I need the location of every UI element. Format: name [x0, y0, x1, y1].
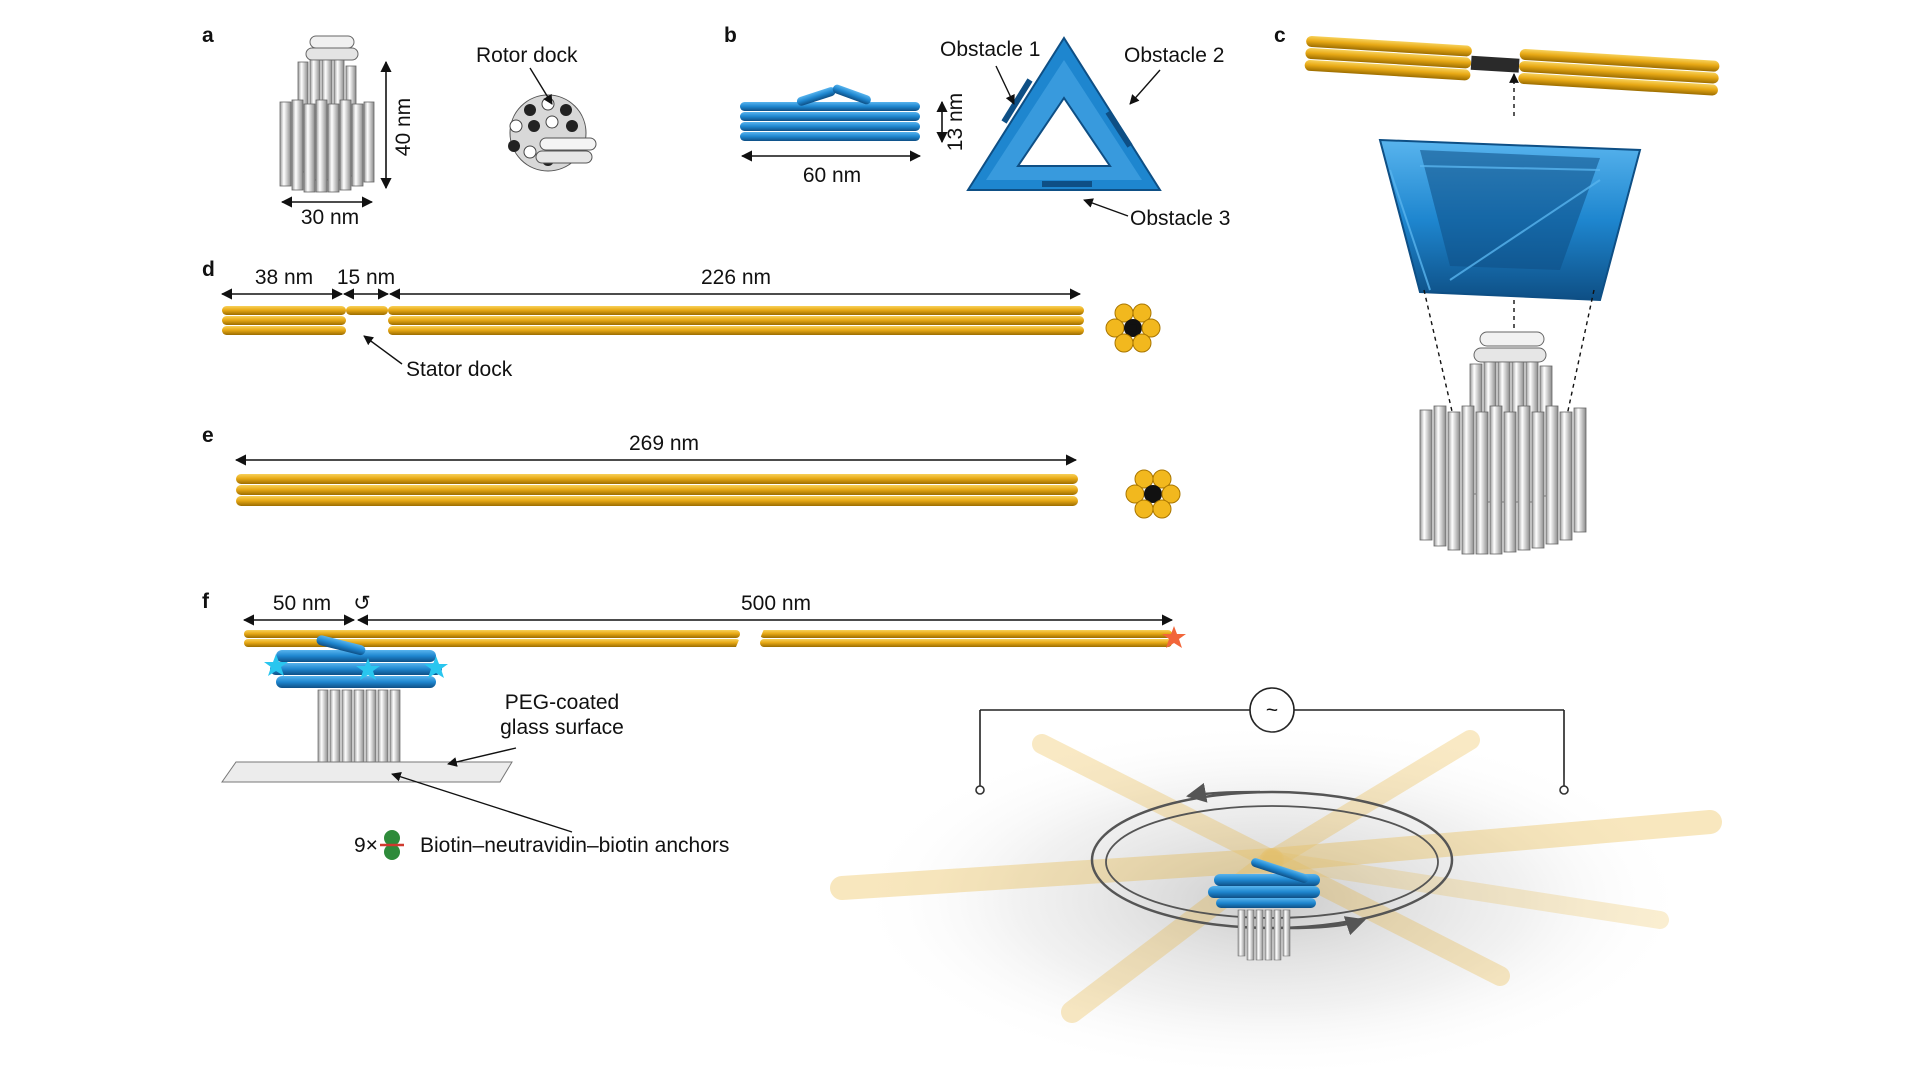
obstacle3-leader [1083, 198, 1129, 217]
anchors-leader [391, 772, 573, 833]
platform-height-label: 13 nm [944, 93, 967, 151]
length-label-e: 269 nm [629, 432, 699, 455]
panel-f: f 50 nm ↺ 500 nm [202, 590, 1186, 860]
blurred-gold-arms [830, 730, 1722, 1023]
obstacle1-label: Obstacle 1 [940, 38, 1040, 61]
panel-b-label: b [724, 24, 737, 47]
gold-arm-full [236, 474, 1078, 506]
stator-dock-label: Stator dock [406, 358, 513, 381]
panel-b: b 13 nm 60 nm Obstacle 1 Obstacle 2 Obst… [724, 24, 1230, 230]
surface-label-line2: glass surface [500, 716, 624, 739]
platform-guide-left [1423, 289, 1455, 421]
anchors-label: Biotin–neutravidin–biotin anchors [420, 834, 729, 857]
grey-stator-exploded [1419, 331, 1587, 555]
seg2-label: 15 nm [337, 266, 395, 289]
platform-length-label: 60 nm [803, 164, 861, 187]
panel-g-rotation-schematic: ~ [830, 687, 1722, 1080]
panel-e: e 269 nm [202, 424, 1181, 519]
len2-label: 500 nm [741, 592, 811, 615]
rotor-dock-leader [529, 67, 553, 105]
obstacle1-leader [995, 65, 1015, 105]
height-label: 40 nm [392, 98, 415, 156]
panel-e-label: e [202, 424, 214, 447]
gold-arm-with-stator-dock [222, 306, 1084, 336]
len1-label: 50 nm [273, 592, 331, 615]
ac-source-symbol: ~ [1266, 699, 1278, 722]
obstacle2-leader [1129, 69, 1161, 105]
panel-f-label: f [202, 590, 210, 613]
anchor-count-label: 9× [354, 834, 378, 857]
rotor-assembly-small [1208, 858, 1320, 961]
width-label: 30 nm [301, 206, 359, 229]
obstacle2-label: Obstacle 2 [1124, 44, 1224, 67]
rotor-dock-label: Rotor dock [476, 44, 578, 67]
stator-dock-leader [363, 335, 403, 365]
panel-a: a 40 nm 30 nm [202, 24, 597, 229]
platform-guide-right [1565, 289, 1595, 421]
blue-platform-side-f [270, 635, 442, 688]
arm-cross-section-e [1125, 469, 1181, 519]
orange-fluorophore-icon [1162, 626, 1186, 648]
biotin-anchor-icon [380, 830, 404, 860]
stator-bundle-illustration [279, 35, 375, 193]
blue-platform-exploded [1378, 138, 1642, 302]
obstacle3-label: Obstacle 3 [1130, 207, 1230, 230]
panel-d-label: d [202, 258, 215, 281]
rotor-dock-top-view [508, 94, 597, 172]
cyan-fluorophore-icons [264, 654, 448, 680]
blue-triangle-top-view [966, 36, 1162, 191]
arm-cross-section-d [1105, 303, 1161, 353]
gold-arm-long [244, 624, 1172, 652]
rotation-direction-icon: ↺ [353, 592, 371, 615]
seg1-label: 38 nm [255, 266, 313, 289]
panel-a-label: a [202, 24, 214, 47]
blue-platform-side-view [740, 84, 920, 141]
panel-c: c [1274, 24, 1720, 555]
panel-c-label: c [1274, 24, 1286, 47]
surface-leader [447, 747, 517, 767]
gold-rotor-arm-exploded [1304, 35, 1720, 96]
glass-surface-slab [221, 761, 513, 783]
seg3-label: 226 nm [701, 266, 771, 289]
surface-label-line1: PEG-coated [505, 691, 619, 714]
panel-d: d 38 nm 15 nm 226 nm Stator dock [202, 258, 1161, 381]
